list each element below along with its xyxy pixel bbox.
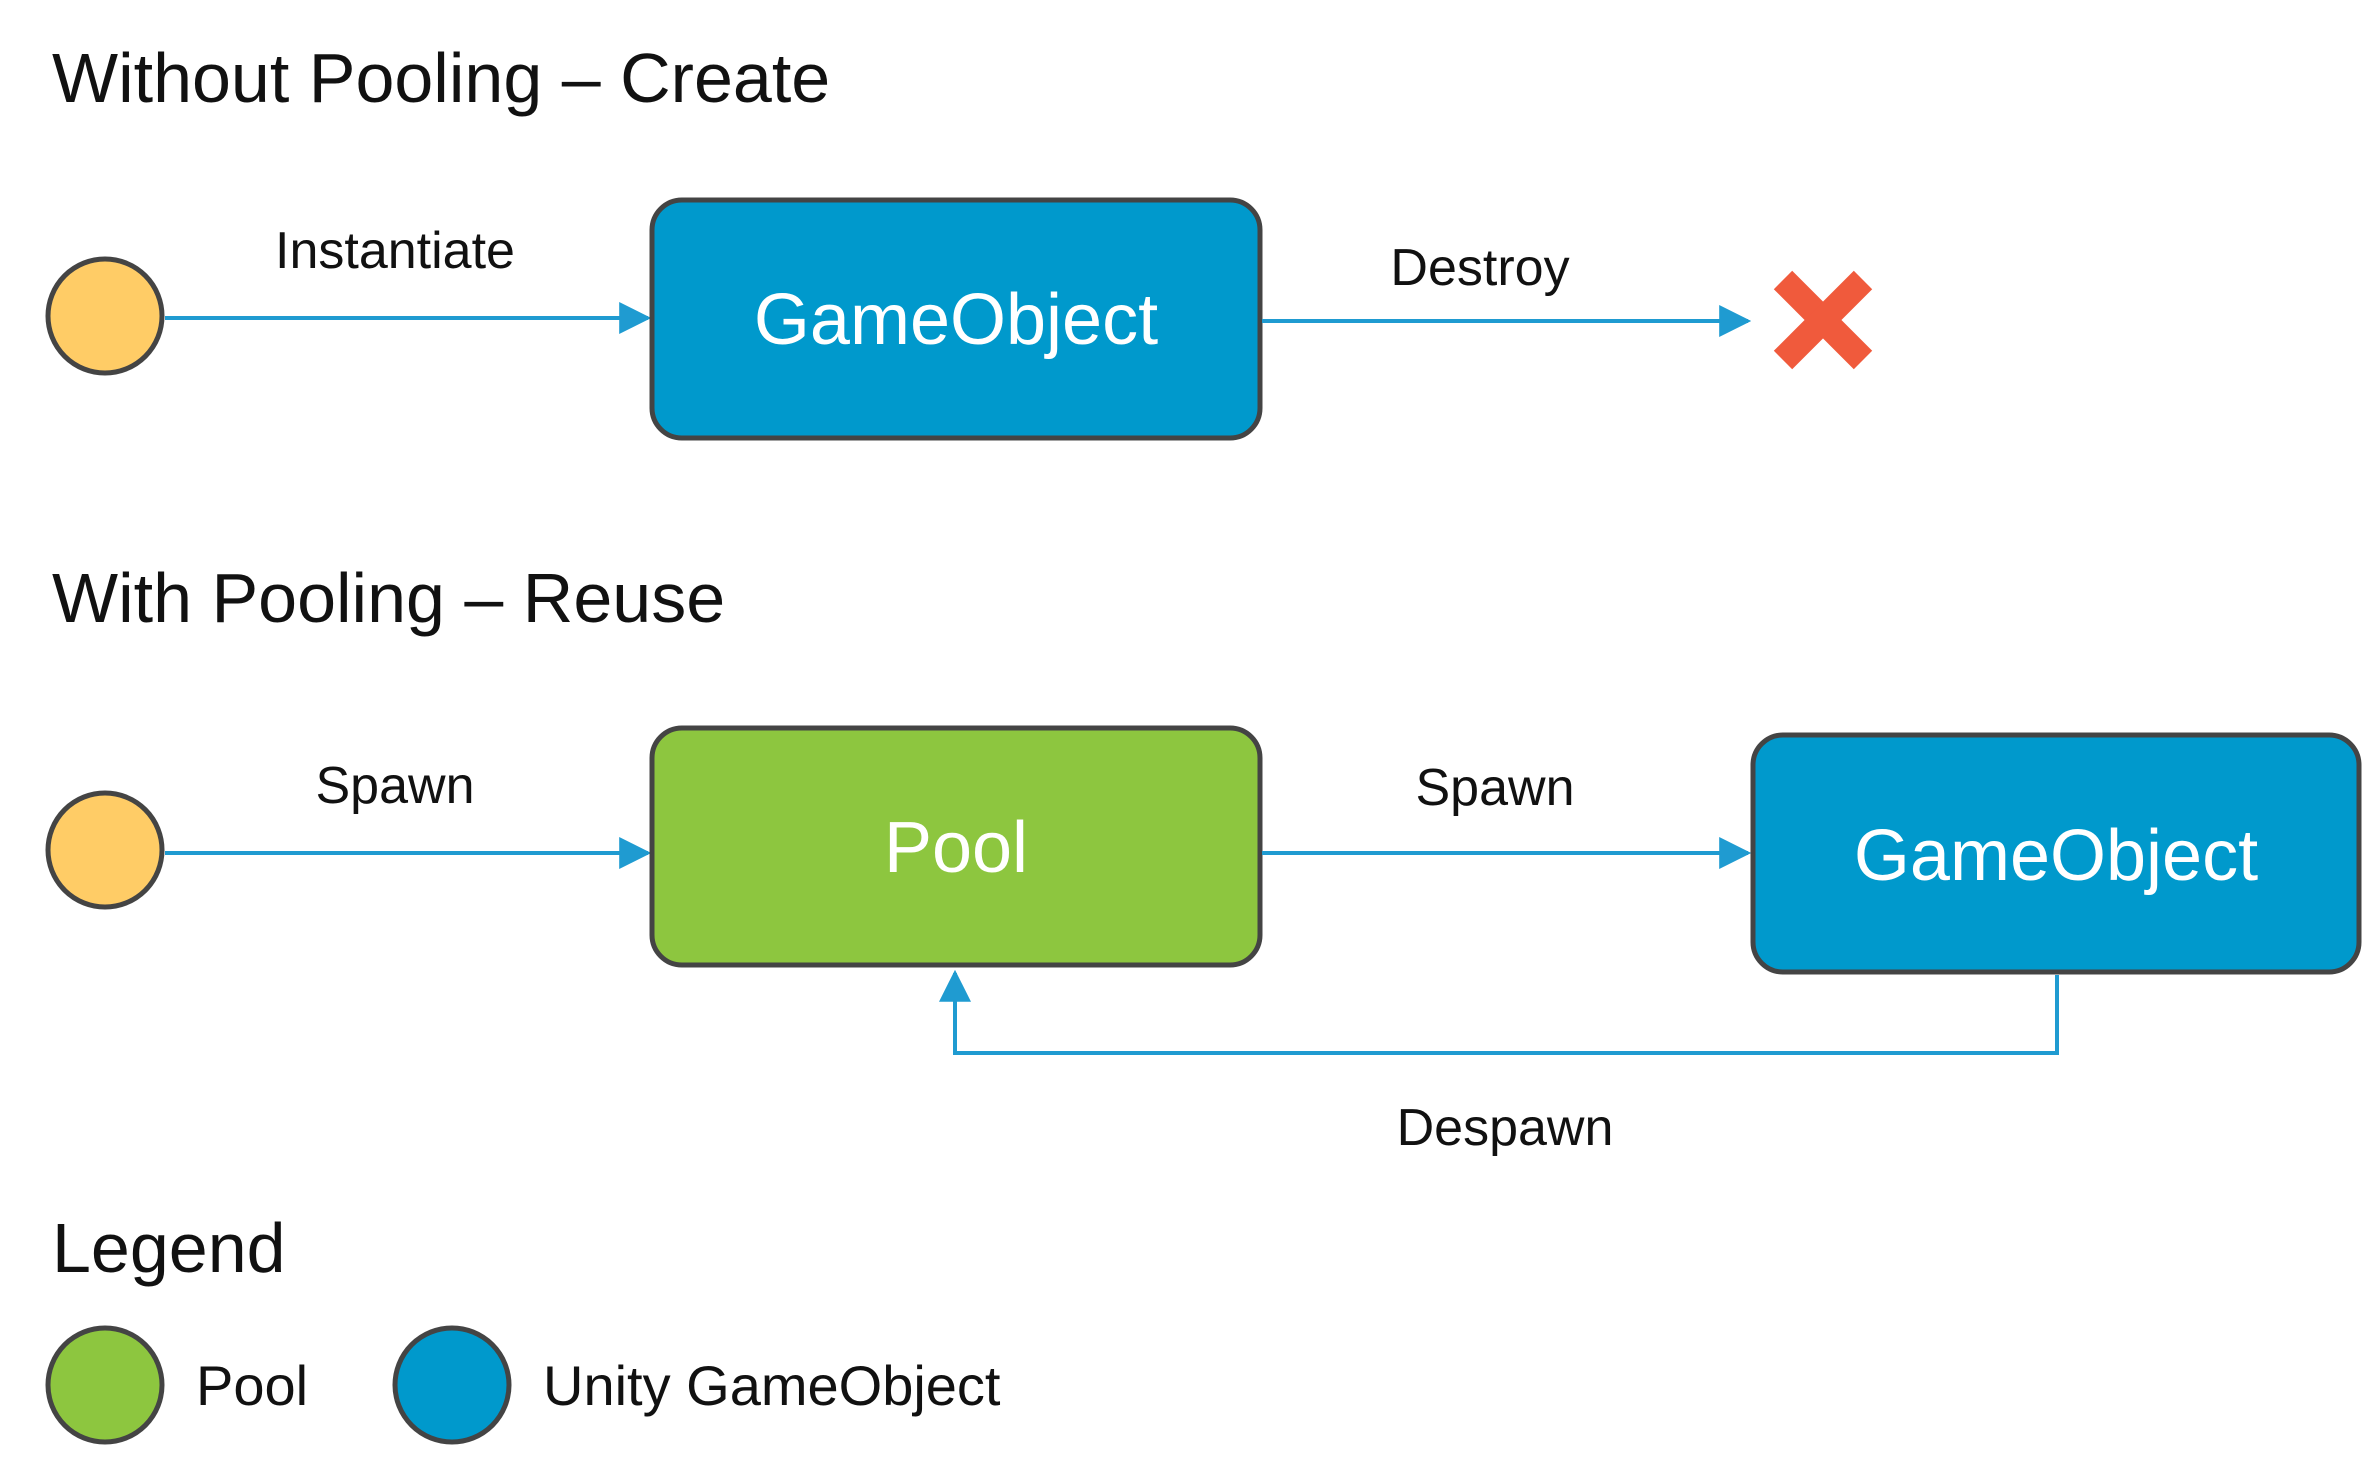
start-node [45, 790, 165, 910]
gameobject-node [649, 197, 1263, 441]
legend-pool-swatch [45, 1325, 165, 1445]
pool-node-label: Pool [884, 808, 1028, 888]
start-node [45, 256, 165, 376]
legend-gameobject-swatch [392, 1325, 512, 1445]
gameobject-node [1750, 732, 2362, 975]
destroy-x-icon [1773, 270, 1873, 370]
spawn-label-to-pool: Spawn [316, 757, 475, 815]
despawn-label: Despawn [1397, 1099, 1614, 1157]
section-title-with-pooling: With Pooling – Reuse [52, 559, 725, 637]
instantiate-label: Instantiate [275, 222, 515, 280]
legend-pool-label: Pool [196, 1354, 308, 1417]
spawn-label-to-gameobject: Spawn [1416, 759, 1575, 817]
despawn-arrow [939, 969, 2059, 1055]
legend-title: Legend [52, 1209, 286, 1287]
destroy-label: Destroy [1390, 239, 1569, 297]
section-title-without-pooling: Without Pooling – Create [52, 39, 830, 117]
pool-node [649, 725, 1263, 968]
gameobject-node-label: GameObject [1854, 816, 2258, 896]
gameobject-node-label: GameObject [754, 280, 1158, 360]
legend-gameobject-label: Unity GameObject [543, 1354, 1001, 1417]
